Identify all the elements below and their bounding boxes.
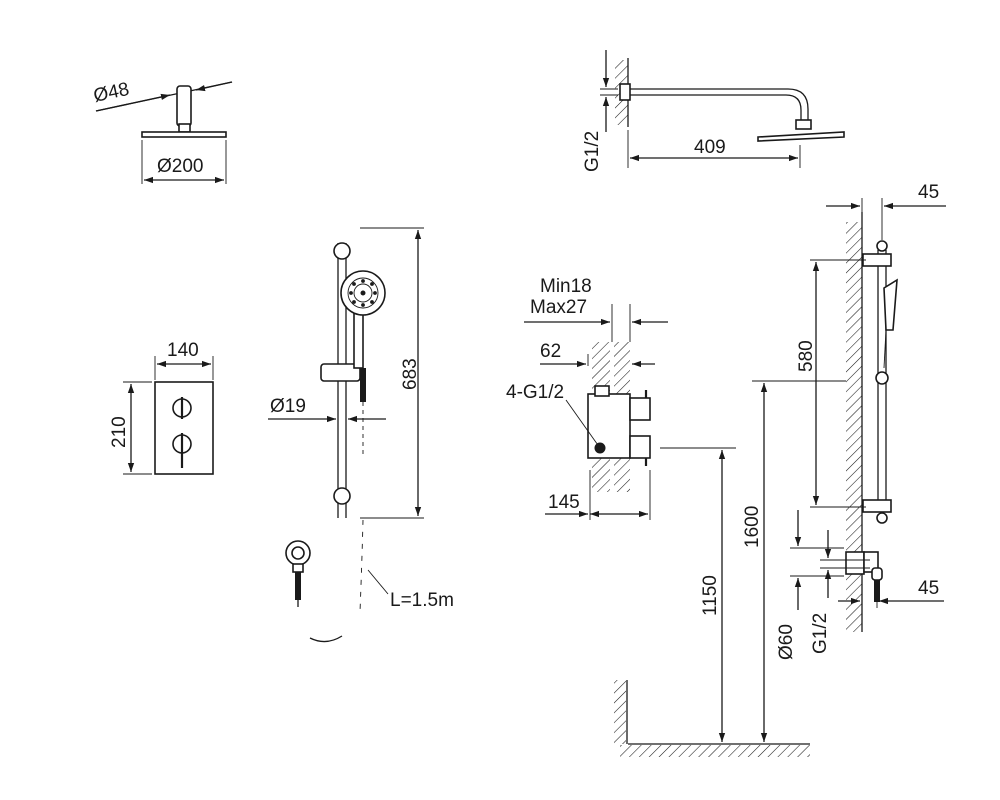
rail-offset-top-label: 45 [918,182,939,203]
wall-depth-max-label: Max27 [530,297,587,318]
control-plate-view: 140 210 [109,340,214,475]
elbow-offset-label: 45 [918,578,939,599]
arm-reach-label: 409 [694,137,726,158]
installation-wall-hatch [846,222,862,632]
installation-elevation: 45 580 1600 1150 Ø60 G1/2 45 [614,182,946,757]
valve-height-label: 1150 [700,575,721,616]
valve-depth-label: 62 [540,341,561,362]
outlet-hose-stub [295,572,301,600]
elbow-diameter-label: Ø60 [776,624,797,660]
rail-height-label: 683 [400,358,421,390]
wall-depth-min-label: Min18 [540,276,592,297]
valve-ports-label: 4-G1/2 [506,382,564,403]
elbow-thread-label: G1/2 [810,613,831,654]
spray-nozzles [349,279,377,307]
shower-arm-side-view: G1/2 409 [582,50,845,172]
valve-box-section: Min18 Max27 62 4-G1/2 145 [506,276,668,520]
plate-width-label: 140 [167,340,199,361]
rail-diameter-label: Ø19 [270,396,306,417]
head-diameter-label: Ø200 [157,156,203,177]
rail-height-installed-label: 580 [796,340,817,372]
hose-connector [360,368,366,402]
elbow-hose-stub [874,580,880,602]
slide-rail-view: 683 Ø19 L=1.5m [268,227,454,643]
hose-length-label: L=1.5m [390,590,454,611]
shower-head-plan-view: Ø48 Ø200 [92,79,233,184]
valve-projection-label: 145 [548,492,580,513]
plate-height-label: 210 [109,416,130,448]
wall-outlet-detail [285,540,311,607]
arm-thread-label: G1/2 [582,131,603,172]
head-height-label: 1600 [742,506,763,548]
head-arm-diameter-label: Ø48 [92,79,132,107]
floor-hatch [620,745,810,757]
floor-wall-hatch [614,680,626,744]
